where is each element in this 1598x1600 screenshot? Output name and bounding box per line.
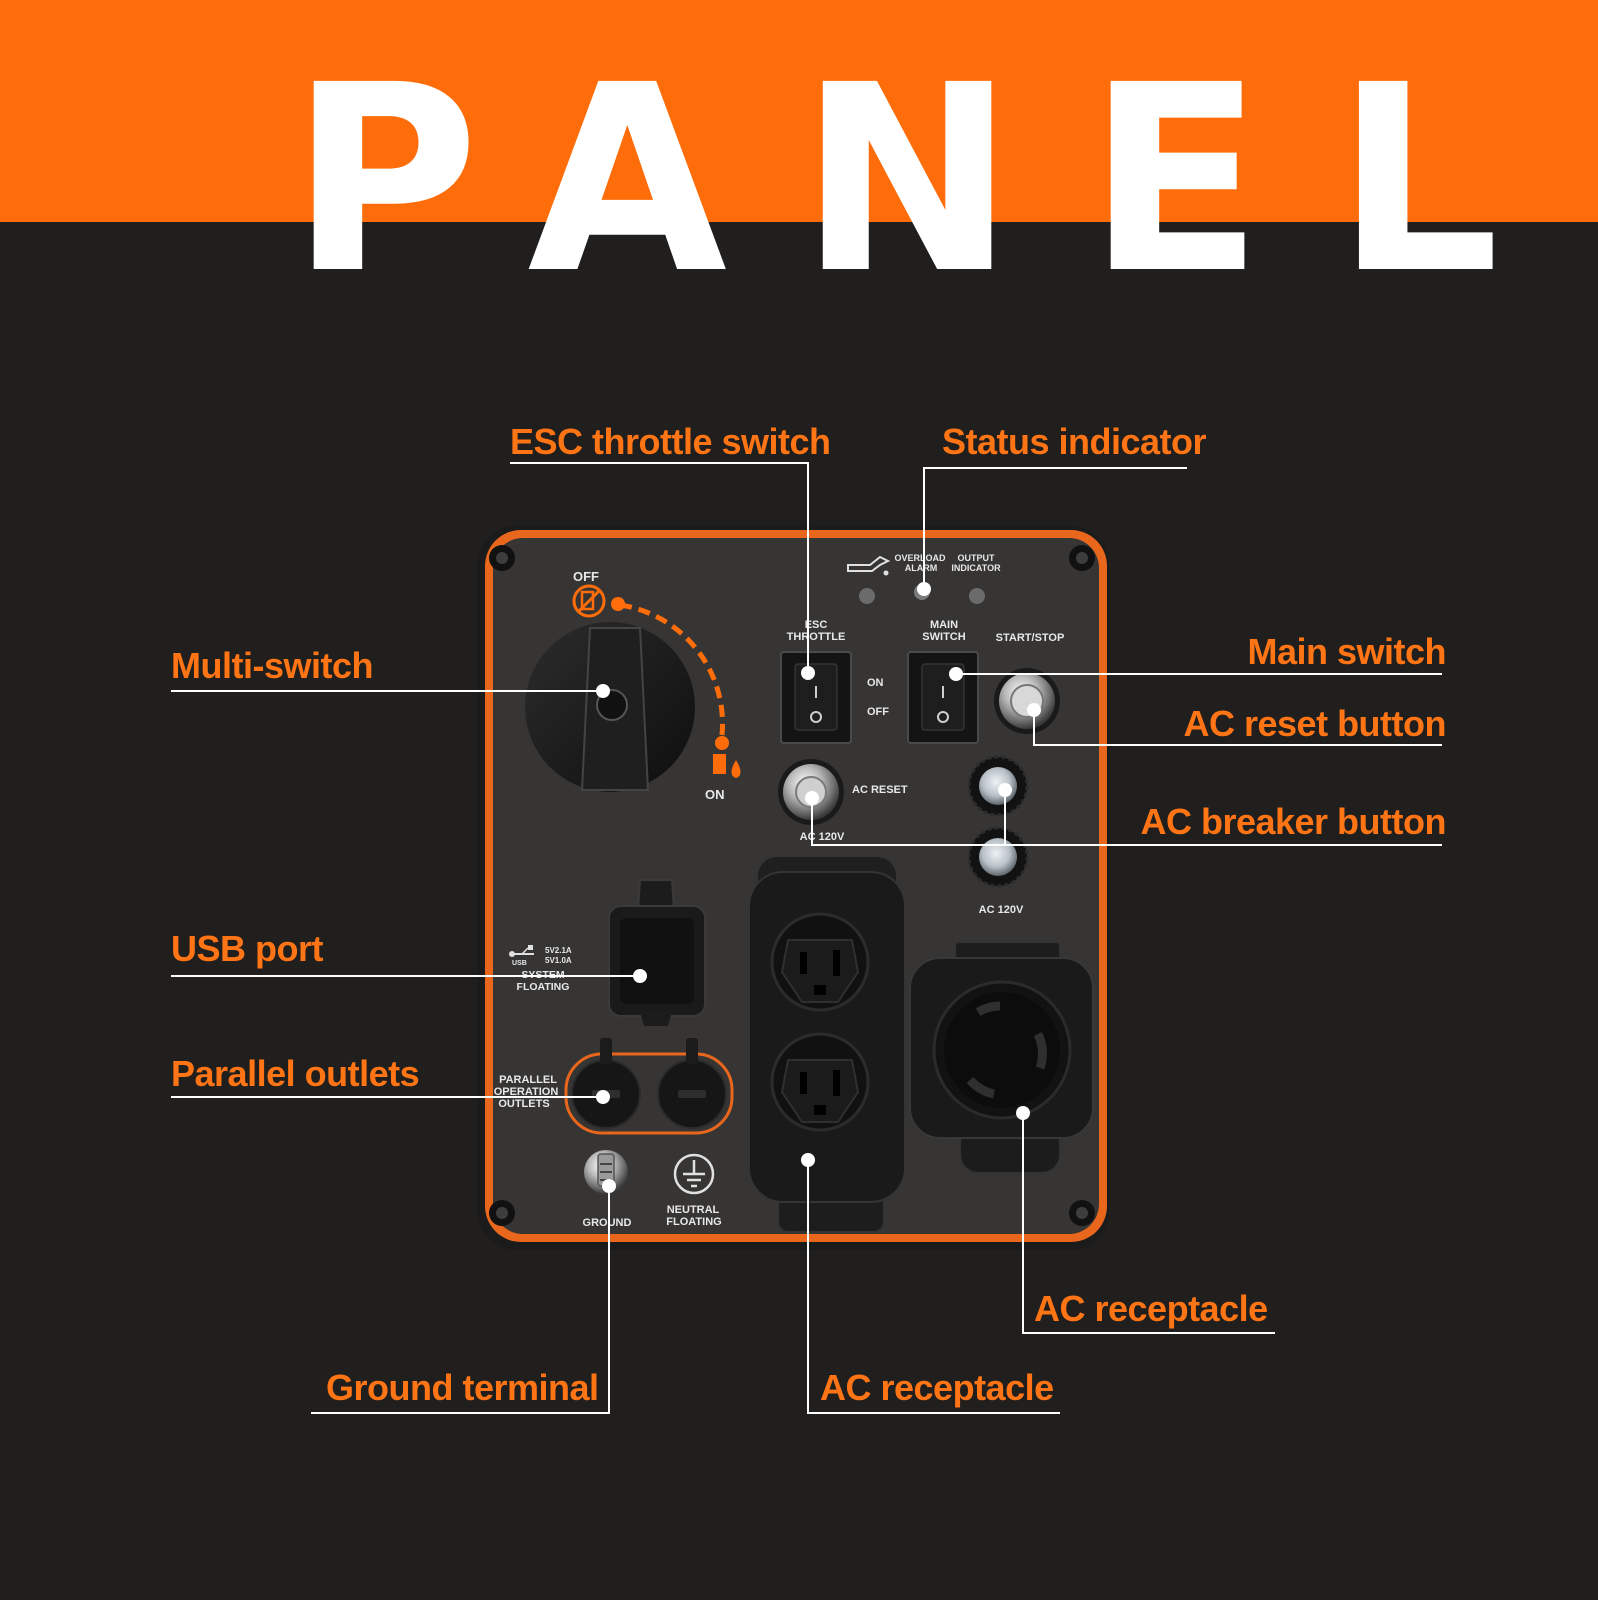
knob-on-label: ON — [705, 787, 725, 802]
parallel-outlets[interactable] — [564, 1038, 734, 1135]
callout-ac-breaker-button: AC breaker button — [1140, 801, 1446, 842]
esc-label: ESC — [805, 619, 828, 631]
usb-5v10-label: 5V1.0A — [545, 956, 572, 965]
callout-parallel-outlets: Parallel outlets — [171, 1053, 420, 1094]
alarm-label: ALARM — [905, 563, 938, 573]
svg-text:PARALLEL: PARALLEL — [499, 1074, 557, 1086]
callout-ground-terminal: Ground terminal — [326, 1367, 599, 1408]
callout-status-indicator: Status indicator — [942, 421, 1207, 462]
fuel-off-icon — [572, 584, 606, 618]
callout-leader-lines — [171, 462, 1442, 1414]
svg-text:NEUTRAL: NEUTRAL — [667, 1204, 720, 1216]
switch-off-label: OFF — [867, 706, 889, 718]
floating-label: FLOATING — [517, 981, 570, 993]
indicator-label: INDICATOR — [951, 563, 1001, 573]
usb-port-cover[interactable] — [608, 879, 706, 1026]
usb-small-label: USB — [512, 960, 527, 967]
operation-label: OPERATION — [494, 1086, 559, 1098]
earth-ground-icon — [673, 1153, 715, 1195]
svg-text:OPERATION: OPERATION — [494, 1086, 559, 1098]
svg-text:INDICATOR: INDICATOR — [951, 563, 1001, 573]
outlets-label: OUTLETS — [498, 1098, 549, 1110]
throttle-label: THROTTLE — [787, 631, 846, 643]
svg-text:SWITCH: SWITCH — [922, 631, 965, 643]
ac-reset-label: AC RESET — [852, 784, 908, 796]
twist-lock-ac-receptacle[interactable] — [909, 941, 1094, 1174]
svg-text:FLOATING: FLOATING — [666, 1216, 721, 1228]
svg-text:FLOATING: FLOATING — [517, 981, 570, 993]
svg-text:THROTTLE: THROTTLE — [787, 631, 846, 643]
esc-throttle-rocker-switch[interactable] — [780, 651, 852, 744]
callout-ac-reset-button: AC reset button — [1183, 703, 1447, 744]
svg-text:ESC: ESC — [805, 619, 828, 631]
callout-multi-switch: Multi-switch — [171, 645, 373, 686]
svg-text:OUTLETS: OUTLETS — [498, 1098, 549, 1110]
callout-esc-throttle-switch: ESC throttle switch — [510, 421, 831, 462]
neutral-label: NEUTRAL — [667, 1204, 720, 1216]
fuel-on-icon — [713, 754, 741, 778]
switch-on-label: ON — [867, 677, 884, 689]
oil-warning-icon — [847, 555, 891, 576]
main-label: MAIN — [930, 619, 958, 631]
callout-ac-receptacle-right: AC receptacle — [1034, 1288, 1268, 1329]
main-rocker-switch[interactable] — [907, 651, 979, 744]
svg-text:OVERLOAD: OVERLOAD — [894, 553, 946, 563]
neutral-floating-label: FLOATING — [666, 1216, 721, 1228]
switch-label: SWITCH — [922, 631, 965, 643]
screw-icon — [489, 545, 1095, 1226]
parallel-label: PARALLEL — [499, 1074, 557, 1086]
ac-breaker-button[interactable] — [967, 755, 1029, 888]
ac-120v-right-label: AC 120V — [979, 904, 1024, 916]
svg-text:OUTPUT: OUTPUT — [958, 553, 996, 563]
ground-terminal[interactable] — [584, 1150, 628, 1194]
overload-label: OVERLOAD — [894, 553, 946, 563]
svg-text:ALARM: ALARM — [905, 563, 938, 573]
callout-main-switch: Main switch — [1247, 631, 1446, 672]
duplex-ac-receptacle[interactable] — [748, 855, 906, 1233]
multi-switch-knob[interactable] — [525, 597, 729, 792]
callout-usb-port: USB port — [171, 928, 324, 969]
usb-5v21-label: 5V2.1A — [545, 946, 572, 955]
callout-ac-receptacle-bottom: AC receptacle — [820, 1367, 1054, 1408]
start-stop-button[interactable] — [994, 668, 1060, 734]
callout-anchor-dots — [596, 582, 1041, 1193]
knob-off-label: OFF — [573, 569, 599, 584]
orange-header-banner — [0, 0, 1598, 222]
ac-120v-left-label: AC 120V — [800, 831, 845, 843]
start-stop-label: START/STOP — [996, 632, 1065, 644]
output-label: OUTPUT — [958, 553, 996, 563]
svg-text:MAIN: MAIN — [930, 619, 958, 631]
usb-icon — [509, 945, 534, 957]
ground-label: GROUND — [583, 1217, 632, 1229]
